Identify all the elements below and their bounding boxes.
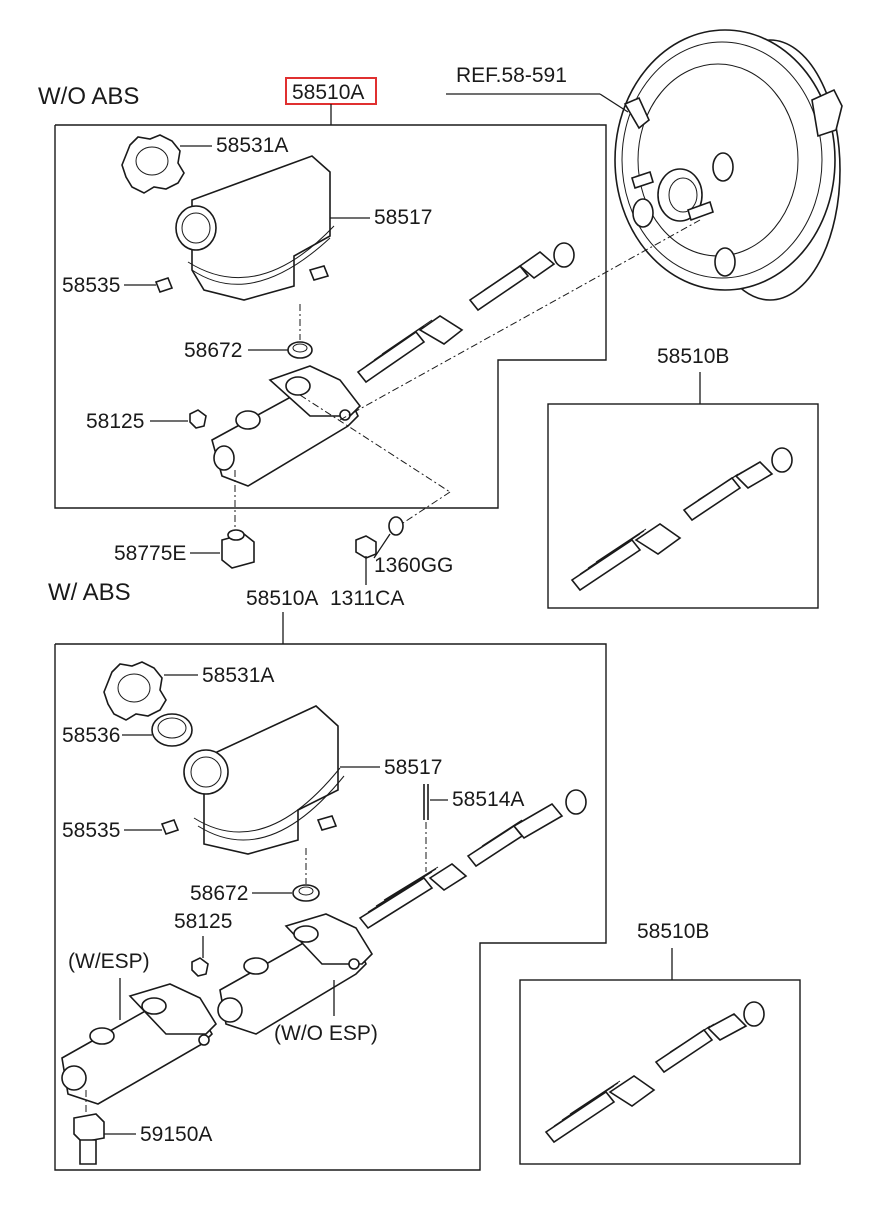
label-bottom-reservoir: 58517 [384, 756, 442, 779]
reservoir-bottom [183, 705, 345, 855]
stop-pin [423, 784, 429, 820]
label-kit-bottom: 58510B [637, 920, 709, 943]
kit-frame-top [547, 403, 819, 609]
label-top-plug: 58125 [86, 410, 144, 433]
brake-booster [614, 29, 843, 301]
piston-kit-box-top [570, 447, 793, 592]
nut-1311ca [355, 535, 377, 559]
label-bottom-cap: 58531A [202, 664, 274, 687]
washer-1360gg [388, 516, 404, 536]
plug-bottom [191, 957, 209, 977]
section-title-wo-abs: W/O ABS [38, 83, 139, 110]
grommet-top [287, 341, 313, 359]
label-top-assembly: 58510A [292, 81, 364, 104]
plug-top [189, 409, 207, 429]
piston-kit-top [356, 242, 575, 384]
label-switch: 59150A [140, 1123, 212, 1146]
section-title-w-abs: W/ ABS [48, 579, 131, 606]
piston-kit-bottom [358, 789, 587, 930]
master-cylinder-w-esp [61, 983, 218, 1105]
reservoir-cap-top [121, 134, 185, 194]
label-ref: REF.58-591 [456, 64, 567, 87]
piston-kit-box-bottom [544, 1001, 765, 1144]
label-top-reservoir: 58517 [374, 206, 432, 229]
label-fitting: 58775E [114, 542, 186, 565]
strainer-filter [151, 713, 193, 747]
label-bottom-sensor: 58535 [62, 819, 120, 842]
master-cylinder-wo-esp [217, 913, 374, 1035]
label-top-cap: 58531A [216, 134, 288, 157]
label-bottom-filter: 58536 [62, 724, 120, 747]
bottom-assembly-frame [54, 643, 607, 1171]
label-washer: 1360GG [374, 554, 453, 577]
level-sensor-top [154, 277, 174, 293]
highlight-box [285, 77, 377, 105]
label-nut: 1311CA [330, 587, 404, 610]
label-top-grommet: 58672 [184, 339, 242, 362]
label-bottom-grommet: 58672 [190, 882, 248, 905]
master-cylinder-top [211, 365, 362, 487]
label-kit-top: 58510B [657, 345, 729, 368]
reservoir-top [175, 155, 335, 301]
label-top-sensor: 58535 [62, 274, 120, 297]
level-sensor-bottom [160, 819, 180, 835]
label-bottom-pin: 58514A [452, 788, 524, 811]
label-w-esp: (W/ESP) [68, 950, 150, 973]
label-wo-esp: (W/O ESP) [274, 1022, 378, 1045]
grommet-bottom [292, 884, 320, 902]
kit-frame-bottom [519, 979, 801, 1165]
reservoir-cap-bottom [103, 661, 167, 721]
top-assembly-frame [54, 124, 607, 509]
label-bottom-plug: 58125 [174, 910, 232, 933]
fitting-top [221, 529, 255, 569]
label-bottom-assembly: 58510A [246, 587, 318, 610]
pressure-switch [73, 1113, 105, 1165]
